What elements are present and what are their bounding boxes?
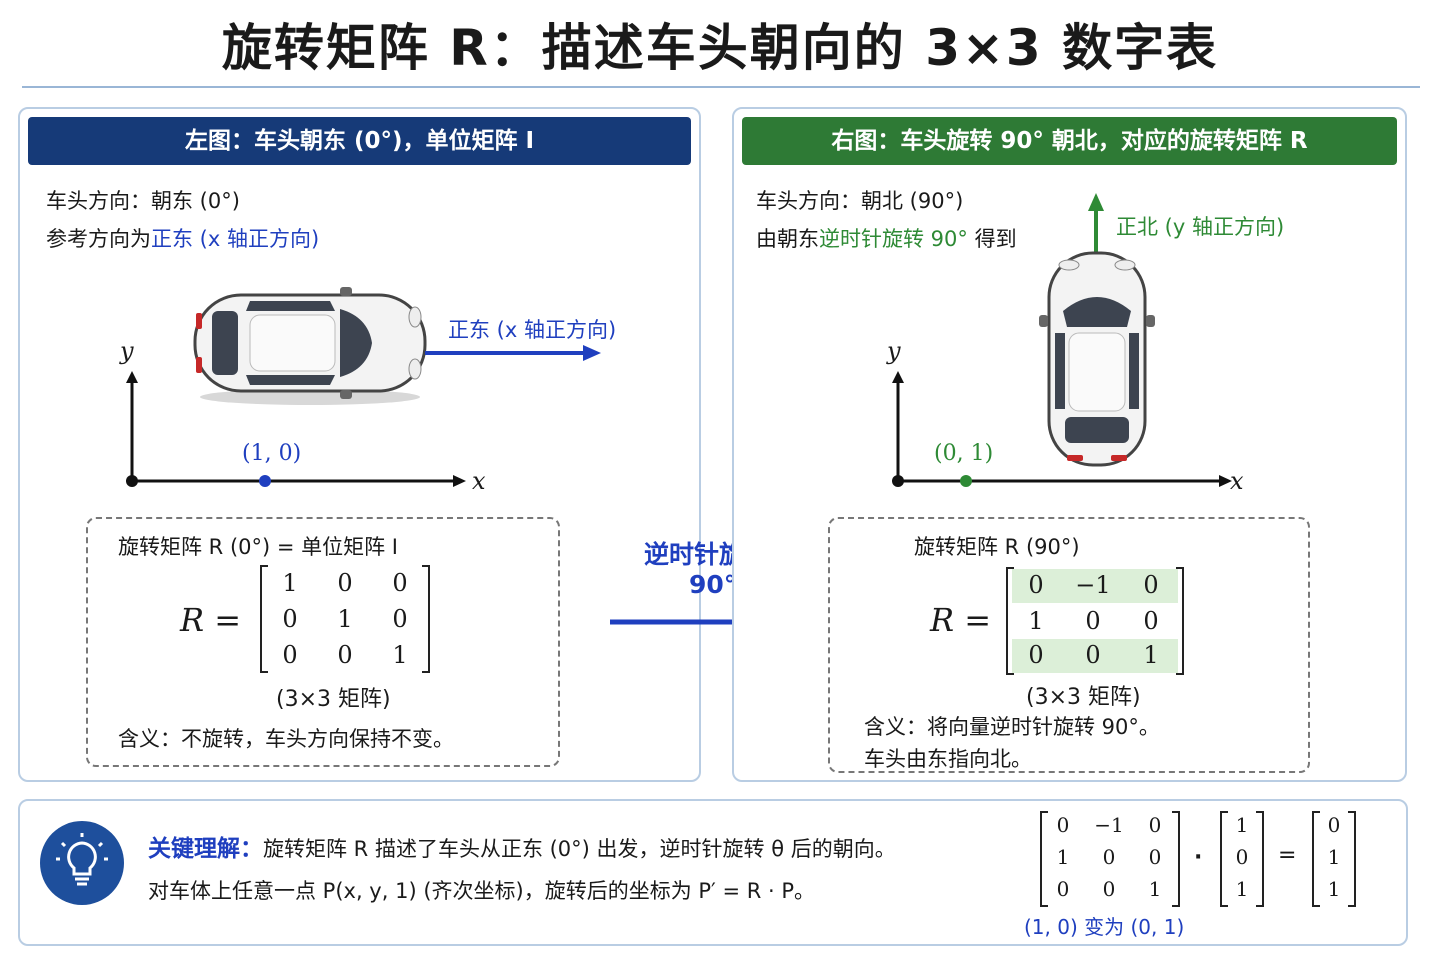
left-r-label: R = — [180, 601, 242, 639]
left-matrix-size-note: (3×3 矩阵) — [276, 687, 391, 712]
left-axes — [126, 371, 466, 487]
left-heading-line: 车头方向：朝东 (0°) — [46, 189, 240, 213]
vector-cell: 1 — [1327, 877, 1341, 901]
matrix-cell: 1 — [282, 569, 298, 597]
key-insight-line-2: 对车体上任意一点 P(x, y, 1) (齐次坐标)，旋转后的坐标为 P′ = … — [148, 879, 816, 903]
matrix-cell: 0 — [337, 569, 353, 597]
car-east-icon — [193, 287, 427, 405]
left-y-axis-label: y — [120, 337, 134, 365]
key-insight-panel: 关键理解：旋转矩阵 R 描述了车头从正东 (0°) 出发，逆时针旋转 θ 后的朝… — [18, 799, 1408, 946]
matrix-cell: 0 — [1148, 813, 1162, 837]
right-x-axis-label: x — [1230, 467, 1244, 495]
right-matrix-size-note: (3×3 矩阵) — [1026, 685, 1141, 710]
highlight-row — [1012, 639, 1178, 673]
left-meaning: 含义：不旋转，车头方向保持不变。 — [118, 727, 454, 751]
east-arrow-icon — [425, 345, 601, 361]
lightbulb-icon — [40, 821, 124, 905]
left-panel: 左图：车头朝东 (0°)，单位矩阵 I 车头方向：朝东 (0°) 参考方向为正东… — [18, 107, 701, 782]
right-meaning-2: 车头由东指向北。 — [864, 747, 1032, 771]
matrix-cell: 1 — [1148, 877, 1162, 901]
result-vector: 0 1 1 — [1312, 811, 1356, 907]
right-matrix-title: 旋转矩阵 R (90°) — [914, 535, 1080, 559]
left-panel-header: 左图：车头朝东 (0°)，单位矩阵 I — [28, 117, 691, 165]
matrix-cell: −1 — [1075, 571, 1111, 599]
matrix-cell: 0 — [1056, 877, 1070, 901]
right-heading-line: 车头方向：朝北 (90°) — [756, 189, 964, 213]
matrix-cell: 0 — [392, 605, 408, 633]
vector-cell: 0 — [1327, 813, 1341, 837]
matrix-cell: 0 — [1085, 607, 1101, 635]
right-point-label: (0, 1) — [934, 441, 994, 466]
equals-sign: = — [1278, 843, 1297, 868]
right-derivation-line: 由朝东逆时针旋转 90° 得到 — [756, 227, 1017, 251]
left-matrix-box: 旋转矩阵 R (0°) = 单位矩阵 I R = 1 0 0 0 1 0 0 0… — [86, 517, 560, 767]
matrix-cell: 0 — [1143, 607, 1159, 635]
vector-cell: 0 — [1235, 845, 1249, 869]
car-north-icon — [1039, 251, 1155, 467]
left-point-label: (1, 0) — [242, 441, 302, 466]
equation-matrix: 0 −1 0 1 0 0 0 0 1 — [1040, 811, 1180, 907]
matrix-cell: 0 — [1085, 641, 1101, 669]
multiply-dot: · — [1194, 845, 1203, 870]
matrix-cell: 0 — [1028, 571, 1044, 599]
right-axes — [892, 371, 1232, 487]
matrix-cell: 1 — [392, 641, 408, 669]
page-title: 旋转矩阵 R：描述车头朝向的 3×3 数字表 — [221, 19, 1219, 77]
matrix-cell: 1 — [1028, 607, 1044, 635]
matrix-cell: 0 — [1148, 845, 1162, 869]
right-meaning-1: 含义：将向量逆时针旋转 90°。 — [864, 715, 1160, 739]
east-arrow-label: 正东 (x 轴正方向) — [448, 318, 617, 342]
matrix-cell: 0 — [282, 605, 298, 633]
rotation-matrix: 0 −1 0 1 0 0 0 0 1 — [1006, 567, 1184, 677]
matrix-cell: 0 — [1028, 641, 1044, 669]
left-x-axis-label: x — [472, 467, 486, 495]
matrix-cell: 1 — [337, 605, 353, 633]
left-matrix-title: 旋转矩阵 R (0°) = 单位矩阵 I — [118, 535, 399, 559]
vector-cell: 1 — [1327, 845, 1341, 869]
identity-matrix: 1 0 0 0 1 0 0 0 1 — [260, 565, 430, 675]
matrix-cell: 1 — [1143, 641, 1159, 669]
right-y-axis-label: y — [887, 337, 901, 365]
left-reference-line: 参考方向为正东 (x 轴正方向) — [46, 227, 320, 251]
title-divider — [22, 86, 1420, 88]
equation-caption: (1, 0) 变为 (0, 1) — [1024, 915, 1185, 939]
matrix-cell: 0 — [1102, 877, 1116, 901]
matrix-cell: 0 — [1056, 813, 1070, 837]
matrix-cell: 0 — [1102, 845, 1116, 869]
right-matrix-box: 旋转矩阵 R (90°) R = 0 −1 0 1 0 0 0 0 1 (3×3… — [828, 517, 1310, 773]
matrix-cell: 0 — [1143, 571, 1159, 599]
right-panel-header: 右图：车头旋转 90° 朝北，对应的旋转矩阵 R — [742, 117, 1397, 165]
highlight-row — [1012, 569, 1178, 603]
matrix-cell: 0 — [337, 641, 353, 669]
right-panel: 右图：车头旋转 90° 朝北，对应的旋转矩阵 R 车头方向：朝北 (90°) 由… — [732, 107, 1407, 782]
vector-cell: 1 — [1235, 813, 1249, 837]
key-insight-line-1: 关键理解：旋转矩阵 R 描述了车头从正东 (0°) 出发，逆时针旋转 θ 后的朝… — [148, 836, 896, 862]
north-arrow-icon — [1088, 193, 1104, 259]
vector-cell: 1 — [1235, 877, 1249, 901]
matrix-cell: −1 — [1094, 813, 1124, 837]
matrix-cell: 0 — [392, 569, 408, 597]
matrix-cell: 0 — [282, 641, 298, 669]
matrix-cell: 1 — [1056, 845, 1070, 869]
rotate-angle-label: 90° — [689, 570, 737, 599]
north-arrow-label: 正北 (y 轴正方向) — [1116, 215, 1285, 239]
input-vector: 1 0 1 — [1220, 811, 1264, 907]
right-r-label: R = — [930, 601, 992, 639]
